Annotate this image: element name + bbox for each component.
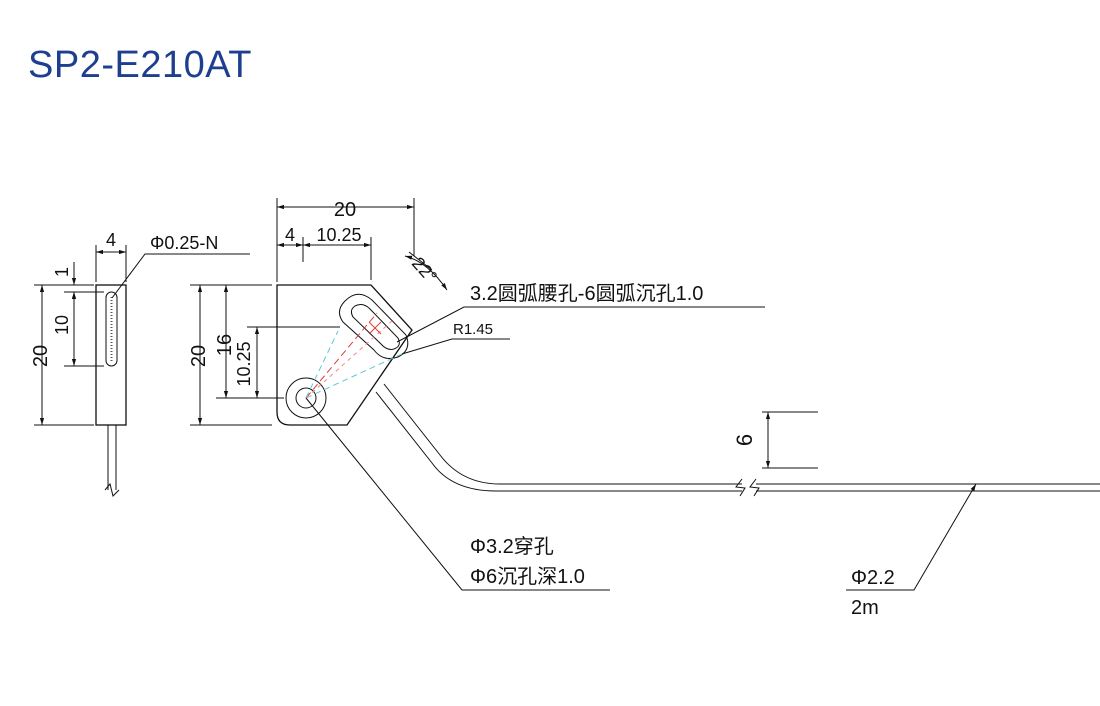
note-fiber: Φ0.25-N	[150, 233, 218, 253]
beam-center-line	[305, 312, 378, 399]
note-cable-diameter: Φ2.2	[851, 567, 895, 589]
dim-front-width: 20	[334, 199, 356, 221]
dim-height-16: 16	[214, 334, 236, 356]
leader-slot	[396, 306, 765, 343]
dim-front-offset: 4	[285, 225, 295, 245]
break-mark	[104, 482, 120, 497]
leader-cable	[846, 483, 977, 591]
dim-side-height: 20	[30, 345, 52, 367]
note-hole-2: Φ6沉孔深1.0	[470, 565, 585, 588]
dim-side-width: 4	[106, 230, 116, 250]
note-cable-length: 2m	[851, 597, 879, 619]
cable-dims: 6 Φ2.2 2m	[732, 411, 977, 619]
dim-window-height: 10	[52, 315, 72, 335]
beam-edge-line	[305, 330, 339, 399]
cable-break-left	[735, 478, 746, 497]
leader-fiber	[111, 253, 250, 299]
front-view-body	[276, 284, 413, 426]
dim-top-offset: 1	[52, 267, 72, 277]
dim-front-height: 20	[188, 345, 210, 367]
counterbore-slot	[339, 293, 409, 359]
page-title: SP2-E210AT	[28, 44, 252, 86]
leader-hole	[305, 397, 610, 591]
counterbore-hole	[285, 377, 327, 419]
note-slot: 3.2圆弧腰孔-6圆弧沉孔1.0	[470, 282, 703, 305]
leader-radius	[401, 338, 510, 355]
dim-slot-offset: 10.25	[316, 225, 361, 245]
front-view: 20 4 10.25 22° 3.2圆弧腰孔-6圆弧沉孔1.0 R1.45 20…	[188, 198, 1100, 591]
cable-break-right	[749, 478, 760, 497]
beam-edge-line	[305, 320, 393, 399]
cable-lower-edge	[375, 391, 742, 492]
note-radius: R1.45	[453, 321, 493, 338]
fiber-window	[105, 291, 118, 367]
arc-slot	[350, 304, 400, 350]
dim-cable-offset: 6	[732, 434, 757, 446]
beam-edge-line	[305, 352, 405, 399]
side-view: 4 Φ0.25-N 1 10 20	[30, 230, 250, 497]
through-hole	[295, 387, 317, 409]
dim-height-10-25: 10.25	[234, 341, 254, 386]
note-hole-1: Φ3.2穿孔	[470, 535, 554, 558]
cable-upper-edge	[383, 383, 742, 485]
side-view-body	[95, 284, 127, 426]
